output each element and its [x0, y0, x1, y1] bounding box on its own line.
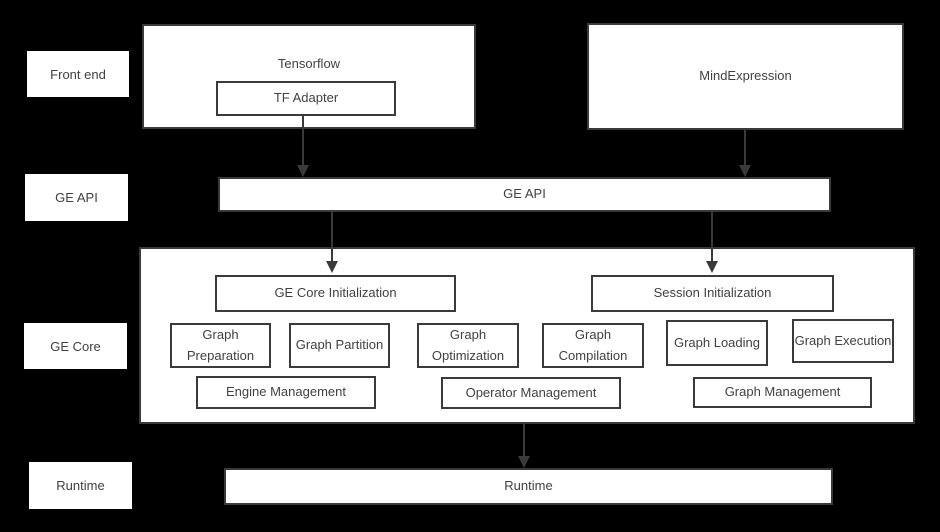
row-label-runtime: Runtime	[29, 462, 132, 509]
graph-execution-box: Graph Execution	[792, 319, 894, 363]
mindexpression-box: MindExpression	[587, 23, 904, 130]
graph-management-box: Graph Management	[693, 377, 872, 408]
tf-adapter-box: TF Adapter	[216, 81, 396, 116]
arrow-head-icon	[739, 165, 751, 177]
graph-compilation-box: Graph Compilation	[542, 323, 644, 368]
graph-loading-box: Graph Loading	[666, 320, 768, 366]
tensorflow-title: Tensorflow	[277, 55, 341, 71]
graph-preparation-box: Graph Preparation	[170, 323, 271, 368]
arrow-shaft	[302, 114, 304, 167]
tensorflow-box: Tensorflow TF Adapter	[142, 24, 476, 129]
arrow-head-icon	[706, 261, 718, 273]
ge-api-bar: GE API	[218, 177, 831, 212]
session-initialization-box: Session Initialization	[591, 275, 834, 312]
ge-core-box: GE Core Initialization Session Initializ…	[139, 247, 915, 424]
row-label-ge-core: GE Core	[24, 323, 127, 369]
arrow-head-icon	[326, 261, 338, 273]
arrow-head-icon	[518, 456, 530, 468]
graph-partition-box: Graph Partition	[289, 323, 390, 368]
ge-core-initialization-box: GE Core Initialization	[215, 275, 456, 312]
arrow-head-icon	[297, 165, 309, 177]
arrow-shaft	[711, 212, 713, 263]
runtime-bar: Runtime	[224, 468, 833, 505]
graph-optimization-box: Graph Optimization	[417, 323, 519, 368]
row-label-ge-api: GE API	[25, 174, 128, 221]
arrow-shaft	[331, 212, 333, 263]
arrow-shaft	[523, 424, 525, 458]
row-label-front-end: Front end	[27, 51, 129, 97]
arrow-shaft	[744, 130, 746, 167]
engine-management-box: Engine Management	[196, 376, 376, 409]
operator-management-box: Operator Management	[441, 377, 621, 409]
